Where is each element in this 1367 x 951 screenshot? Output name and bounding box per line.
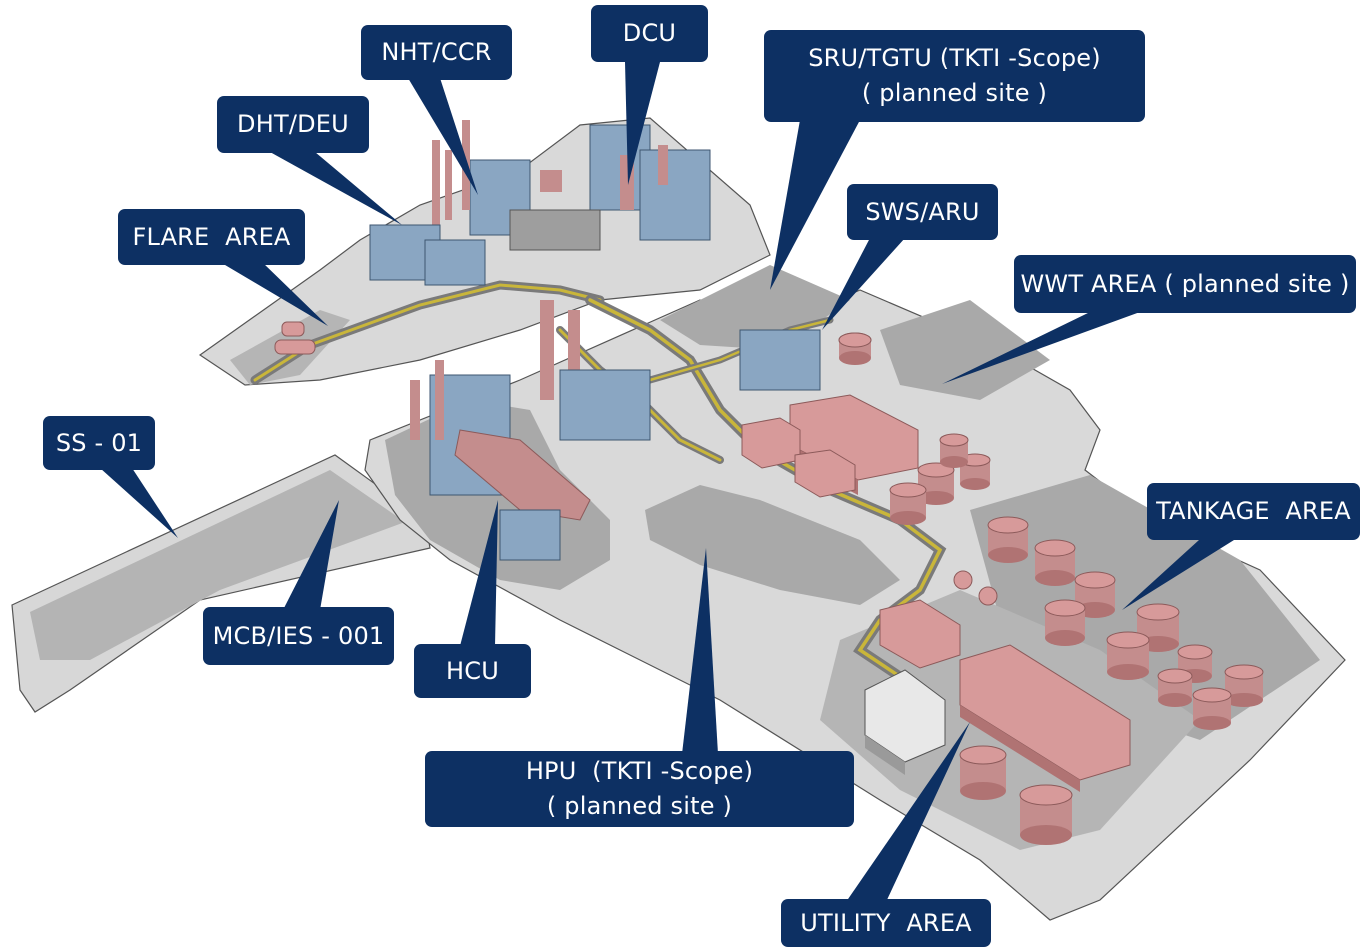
dht-deu-label: DHT/DEU (237, 110, 349, 139)
nht-ccr-callout: NHT/CCR (361, 25, 512, 80)
sru-tgtu-label: SRU/TGTU (TKTI -Scope) (808, 44, 1101, 73)
storage-tanks (889, 433, 1264, 845)
tank (1192, 687, 1232, 730)
tank (917, 462, 955, 505)
hcu-callout: HCU (414, 644, 531, 698)
tank (1034, 539, 1076, 586)
nht-ccr-pointer (408, 78, 478, 195)
sru-tgtu-sublabel: ( planned site ) (861, 79, 1048, 107)
hpu-pointer (682, 548, 718, 754)
dcu-callout: DCU (591, 5, 708, 62)
hcu-air-cooler (454, 429, 591, 521)
sws-aru-pointer (822, 238, 905, 330)
utility-area-callout: UTILITY AREA (781, 899, 991, 947)
tankage-pointer (1122, 530, 1250, 610)
tank (1157, 668, 1193, 707)
wwt-area-label: WWT AREA ( planned site ) (1020, 269, 1350, 298)
tank (959, 745, 1007, 800)
callout-pointers (100, 62, 1250, 902)
tank (1074, 571, 1116, 618)
tank (987, 516, 1029, 563)
hpu-callout: HPU (TKTI -Scope) ( planned site ) (425, 751, 854, 827)
mcb-ies-label: MCB/IES - 001 (212, 621, 385, 650)
wwt-pad (880, 300, 1050, 400)
process-structures (274, 120, 872, 561)
ss-01-pointer (100, 468, 178, 538)
hcu-label: HCU (446, 656, 499, 685)
sphere-tank (953, 570, 973, 590)
sphere-tank (978, 586, 998, 606)
tank (1019, 784, 1073, 845)
sru-tgtu-callout: SRU/TGTU (TKTI -Scope) ( planned site ) (764, 30, 1145, 122)
flare-area-label: FLARE AREA (132, 222, 291, 251)
hpu-sublabel: ( planned site ) (546, 792, 733, 820)
tank (1044, 599, 1086, 646)
dht-deu-pointer (270, 152, 402, 225)
flare-area-callout: FLARE AREA (118, 209, 305, 265)
utility-pointer (846, 722, 970, 902)
hpu-label: HPU (TKTI -Scope) (525, 757, 754, 786)
sru-tgtu-pointer (770, 120, 860, 290)
tankage-area-label: TANKAGE AREA (1156, 497, 1351, 526)
utility-building (879, 599, 961, 669)
ss-01-callout: SS - 01 (43, 416, 155, 470)
sws-aru-callout: SWS/ARU (847, 184, 998, 240)
flare-drum (274, 339, 316, 355)
utility-area-label: UTILITY AREA (800, 908, 972, 937)
ss-01-pad (30, 470, 405, 660)
hpu-pad (645, 485, 900, 605)
mcb-ies-callout: MCB/IES - 001 (203, 607, 394, 665)
nht-ccr-label: NHT/CCR (381, 38, 492, 67)
tank (959, 453, 991, 490)
buildings (741, 394, 1131, 792)
mcb-ies-pointer (283, 500, 339, 610)
flare-pointer (220, 262, 328, 326)
sws-aru-structure (739, 329, 821, 391)
dht-deu-callout: DHT/DEU (217, 96, 369, 153)
ss-01-label: SS - 01 (55, 428, 143, 457)
tank (1106, 631, 1150, 680)
dcu-label: DCU (622, 19, 677, 48)
wwt-pointer (942, 312, 1140, 384)
tank (889, 482, 927, 525)
tank (939, 433, 969, 468)
wwt-area-callout: WWT AREA ( planned site ) (1014, 255, 1356, 313)
dcu-pointer (625, 62, 660, 185)
tankage-area-callout: TANKAGE AREA (1147, 483, 1360, 540)
hcu-pointer (460, 500, 498, 646)
sws-aru-label: SWS/ARU (865, 197, 980, 226)
